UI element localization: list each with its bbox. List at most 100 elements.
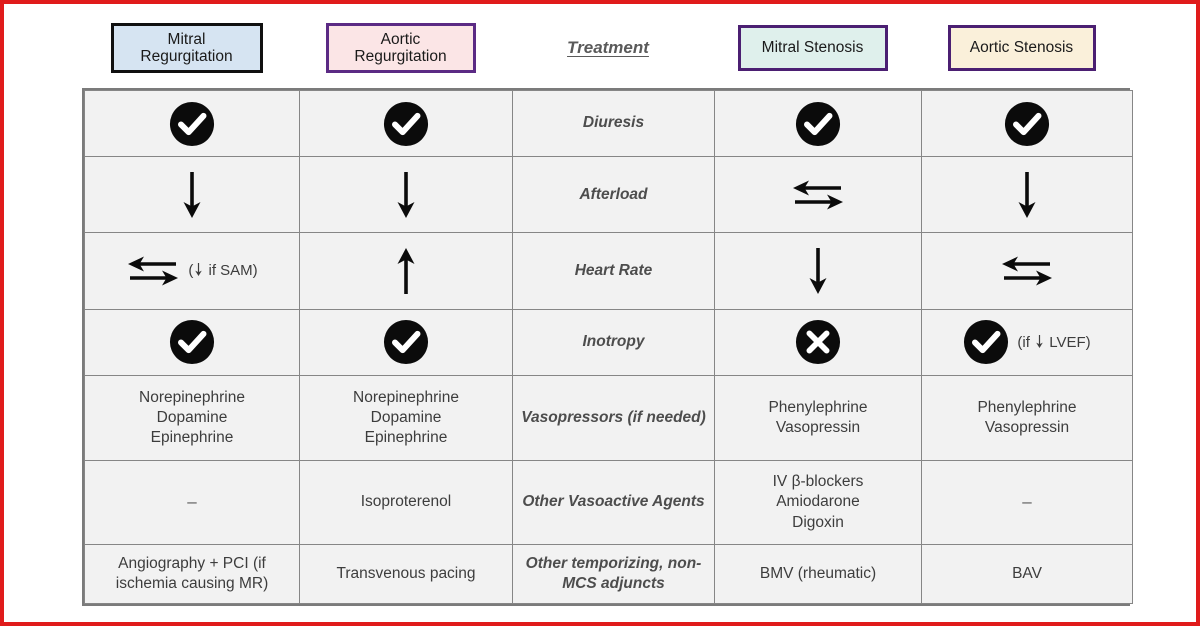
- table-row: Angiography + PCI (if ischemia causing M…: [84, 544, 1133, 604]
- cell-aortic-stenosis: [921, 156, 1133, 234]
- arrow-down-icon: [801, 244, 835, 298]
- icon-cell-content: [306, 319, 506, 365]
- cell-mitral-stenosis: [714, 156, 922, 234]
- table-row: ( if SAM) Heart Rate: [84, 232, 1133, 310]
- cell-aortic-regurgitation: [299, 156, 513, 234]
- icon-cell-content: ( if SAM): [91, 253, 293, 289]
- treatment-label: Diuresis: [582, 114, 645, 132]
- header-cell-aortic-stenosis: Aortic Stenosis: [916, 18, 1127, 78]
- arrow-left-right-icon: [791, 177, 845, 213]
- treatment-label-cell: Other temporizing, non-MCS adjuncts: [512, 544, 715, 604]
- icon-cell-content: [306, 168, 506, 222]
- treatment-label: Other temporizing, non-MCS adjuncts: [525, 555, 702, 593]
- treatment-label-cell: Inotropy: [512, 308, 715, 376]
- icon-cell-content: [928, 253, 1126, 289]
- icon-cell-content: [928, 101, 1126, 147]
- treatment-label-cell: Diuresis: [512, 89, 715, 158]
- treatment-label: Vasopressors (if needed): [521, 408, 706, 426]
- cell-aortic-stenosis: BAV: [921, 544, 1133, 604]
- cell-aortic-stenosis: [921, 89, 1133, 158]
- cell-mitral-regurgitation: [84, 156, 300, 234]
- cell-aortic-regurgitation: Isoproterenol: [299, 459, 513, 546]
- cell-text: BAV: [1012, 565, 1042, 583]
- treatment-label: Afterload: [579, 185, 648, 203]
- treatment-label: Inotropy: [582, 333, 645, 351]
- header-chip-mitral-stenosis: Mitral Stenosis: [737, 25, 888, 71]
- cell-text: Isoproterenol: [360, 493, 452, 511]
- icon-cell-content: [91, 101, 293, 147]
- arrow-down-small-icon: [193, 262, 204, 277]
- arrow-down-small-icon: [1034, 334, 1045, 349]
- icon-cell-content: [928, 168, 1126, 222]
- icon-cell-content: [91, 319, 293, 365]
- icon-cell-content: [306, 101, 506, 147]
- header-cell-mitral-stenosis: Mitral Stenosis: [709, 18, 916, 78]
- empty-dash: –: [187, 492, 197, 512]
- check-circle-icon: [795, 101, 841, 147]
- cell-aortic-stenosis: [921, 232, 1133, 310]
- icon-cell-content: [721, 101, 915, 147]
- header-cell-treatment: Treatment: [507, 18, 709, 78]
- arrow-left-right-icon: [126, 253, 180, 289]
- arrow-left-right-icon: [1000, 253, 1054, 289]
- icon-cell-content: [721, 244, 915, 298]
- empty-dash: –: [1022, 492, 1032, 512]
- arrow-down-icon: [175, 168, 209, 222]
- header-chip-aortic-stenosis: Aortic Stenosis: [947, 25, 1096, 71]
- treatment-label-cell: Afterload: [512, 156, 715, 234]
- treatment-label-cell: Vasopressors (if needed): [512, 374, 715, 461]
- arrow-down-icon: [389, 168, 423, 222]
- icon-note: ( if SAM): [188, 262, 258, 280]
- cell-mitral-stenosis: [714, 232, 922, 310]
- cell-mitral-regurgitation: ( if SAM): [84, 232, 300, 310]
- treatment-label: Other Vasoactive Agents: [522, 493, 705, 511]
- check-circle-icon: [383, 319, 429, 365]
- icon-note: (if LVEF): [1017, 333, 1091, 351]
- cell-aortic-regurgitation: Transvenous pacing: [299, 544, 513, 604]
- check-circle-icon: [383, 101, 429, 147]
- check-circle-icon: [169, 319, 215, 365]
- arrow-up-icon: [389, 244, 423, 298]
- table-row: Diuresis: [84, 89, 1133, 158]
- cell-mitral-regurgitation: –: [84, 459, 300, 546]
- icon-cell-content: [721, 319, 915, 365]
- cell-mitral-regurgitation: Angiography + PCI (if ischemia causing M…: [84, 544, 300, 604]
- cross-circle-icon: [795, 319, 841, 365]
- cell-aortic-stenosis: (if LVEF): [921, 308, 1133, 376]
- cell-text: Angiography + PCI (if ischemia causing M…: [115, 555, 269, 593]
- header-label-mitral-stenosis: Mitral Stenosis: [761, 39, 864, 57]
- header-label-treatment: Treatment: [567, 38, 649, 57]
- cell-aortic-regurgitation: [299, 308, 513, 376]
- cell-aortic-regurgitation: [299, 232, 513, 310]
- cell-text: BMV (rheumatic): [759, 565, 877, 583]
- treatment-label-cell: Other Vasoactive Agents: [512, 459, 715, 546]
- cell-mitral-stenosis: [714, 308, 922, 376]
- cell-mitral-regurgitation: [84, 308, 300, 376]
- cell-mitral-stenosis: [714, 89, 922, 158]
- header-label-aortic-stenosis: Aortic Stenosis: [969, 39, 1074, 57]
- check-circle-icon: [1004, 101, 1050, 147]
- treatment-label-cell: Heart Rate: [512, 232, 715, 310]
- cell-mitral-regurgitation: [84, 89, 300, 158]
